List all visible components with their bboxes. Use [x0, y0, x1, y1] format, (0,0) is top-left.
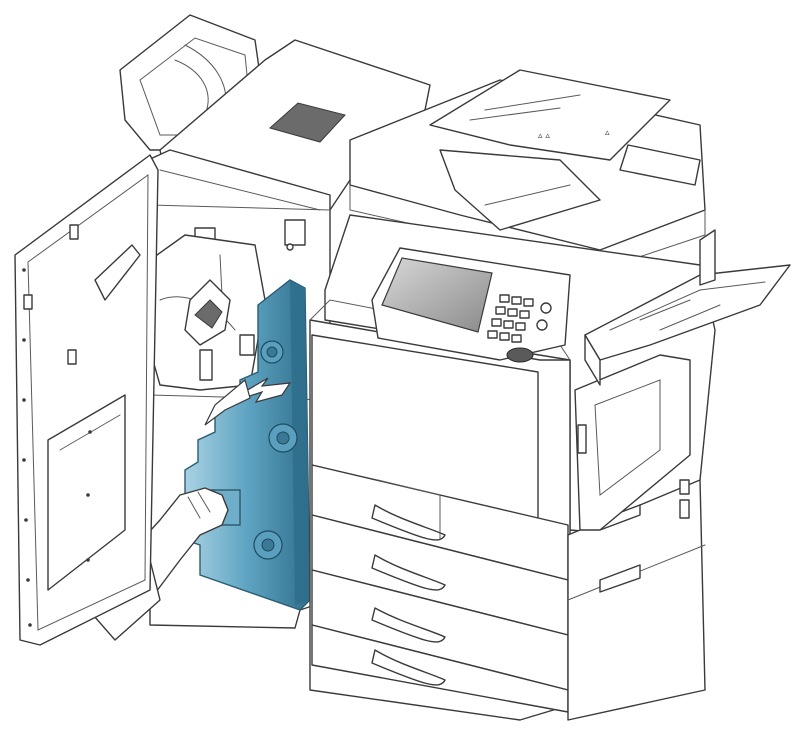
container-gear-1-icon [260, 340, 284, 364]
control-panel-icon [371, 247, 571, 363]
drawer-handle-2 [371, 554, 446, 591]
svg-text:▵ ▵: ▵ ▵ [538, 131, 550, 141]
output-tray-icon [584, 229, 791, 386]
drawer-handle-1 [371, 504, 446, 541]
container-gear-2-icon [268, 423, 298, 453]
finisher-top-slot [268, 102, 346, 143]
adf-tray-icon: ▵ ▵ ▵ [349, 69, 706, 271]
svg-text:▵: ▵ [605, 128, 610, 138]
door-panel [47, 394, 126, 591]
container-gear-3-icon [253, 530, 283, 560]
keypad [487, 294, 552, 343]
side-door-icon [14, 154, 159, 646]
drawer-handle-3 [371, 607, 446, 643]
pull-arrow-icon [204, 377, 292, 426]
start-button [506, 347, 534, 363]
drawer-handle-4 [371, 649, 446, 686]
touch-screen [381, 257, 493, 333]
